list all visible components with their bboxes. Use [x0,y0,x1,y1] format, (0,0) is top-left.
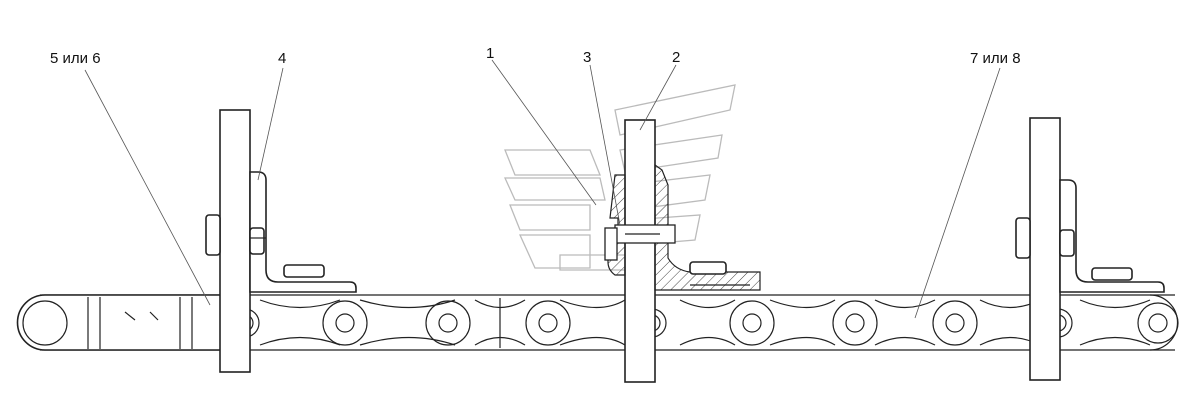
flight-left [205,109,357,373]
flight-right [1015,117,1165,381]
callout-4: 4 [278,50,286,67]
callout-1: 1 [486,45,494,62]
leader-lines [84,59,1001,319]
callout-2: 2 [672,49,680,66]
callout-5-or-6: 5 или 6 [50,50,101,67]
callout-3: 3 [583,49,591,66]
callout-7-or-8: 7 или 8 [970,50,1021,67]
end-link-left [16,294,243,351]
flight-middle-section [604,119,761,383]
